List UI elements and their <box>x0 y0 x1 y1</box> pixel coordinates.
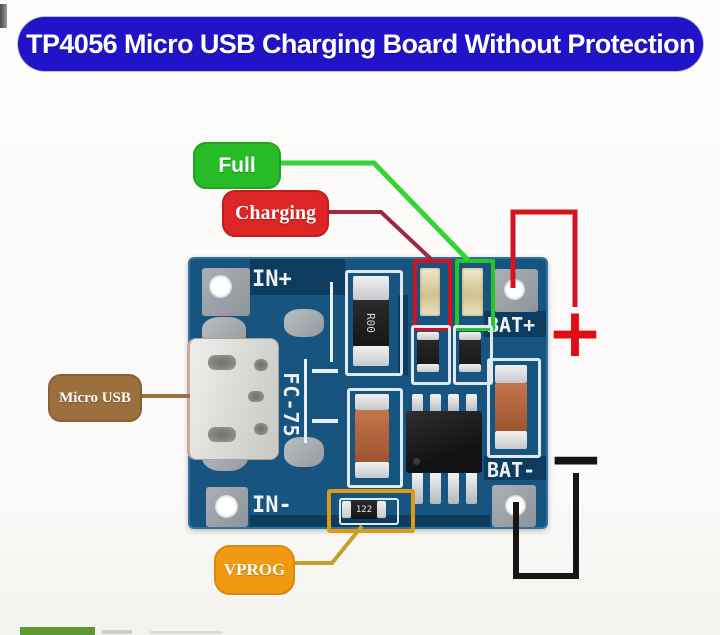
resistor-pad <box>353 276 389 300</box>
resistor-pad <box>459 364 481 372</box>
resistor-pad <box>353 346 389 366</box>
negative-wire <box>513 473 579 579</box>
silkscreen-line <box>304 359 307 443</box>
capacitor <box>495 383 527 431</box>
ic-pin <box>466 394 477 413</box>
charging-label-text: Charging <box>234 202 317 224</box>
usb-shell-slot <box>208 427 236 442</box>
resistor-pad <box>342 501 351 518</box>
pcb-trace <box>250 259 345 295</box>
ic-pin <box>466 472 477 504</box>
ic-pin <box>430 472 441 504</box>
vprog-callout-line <box>289 524 364 565</box>
ic-pin <box>448 394 459 413</box>
component-outline <box>339 498 399 525</box>
tp4056-pcb: IN+ IN- BAT+ BAT- FC-75 R00 <box>187 257 548 533</box>
watermark-text-fragment <box>102 630 132 634</box>
ic-pin <box>448 472 459 504</box>
component-outline <box>487 358 541 458</box>
photo-edge-artifact <box>0 4 7 28</box>
mounting-hole-in-plus <box>209 275 232 298</box>
positive-terminal-symbol: + <box>546 293 604 373</box>
led-resistor <box>459 332 481 372</box>
resistor-pad <box>459 332 481 340</box>
page-title: TP4056 Micro USB Charging Board Without … <box>26 28 695 59</box>
led-resistor <box>417 332 439 372</box>
positive-wire <box>510 209 578 307</box>
title-banner: TP4056 Micro USB Charging Board Without … <box>18 17 703 71</box>
watermark-text-fragment <box>150 631 222 634</box>
mounting-hole-bat-plus <box>504 279 525 300</box>
current-set-resistor: R00 <box>353 300 389 346</box>
component-outline <box>345 270 403 376</box>
charging-callout-line <box>324 210 434 262</box>
vprog-label-text: VPROG <box>223 560 286 579</box>
charging-led-highlight-box <box>413 259 452 331</box>
pin1-dot <box>413 458 420 465</box>
full-label: Full <box>193 142 281 189</box>
usb-shell-slot <box>254 359 268 371</box>
pcb-trace <box>484 456 546 480</box>
solder-pad <box>284 309 324 337</box>
pcb-trace <box>250 515 490 527</box>
watermark-logo-fragment <box>20 627 95 635</box>
ic-pin <box>430 394 441 413</box>
pcb-trace <box>398 295 408 375</box>
vprog-highlight-box: 122 <box>327 489 415 533</box>
silkscreen-line <box>312 419 338 423</box>
silkscreen-in-plus: IN+ <box>252 267 292 292</box>
vprog-resistor: 122 <box>351 500 377 519</box>
component-outline <box>411 325 451 385</box>
silkscreen-line <box>312 369 338 373</box>
micro-usb-label: Micro USB <box>48 374 142 422</box>
usb-shell-slot <box>254 423 268 435</box>
usb-shell-slot <box>208 355 236 370</box>
micro-usb-label-text: Micro USB <box>59 389 131 406</box>
silkscreen-line <box>330 282 333 362</box>
full-led-highlight-box <box>455 259 495 331</box>
capacitor-pad <box>355 394 389 410</box>
capacitor-pad <box>495 365 527 383</box>
usb-shell-slot <box>248 391 264 402</box>
mounting-hole-in-minus <box>215 495 238 518</box>
ic-pin <box>412 472 423 504</box>
ic-pin <box>412 394 423 413</box>
silkscreen-bat-plus: BAT+ <box>487 313 536 337</box>
component-outline <box>453 325 493 385</box>
vprog-label: VPROG <box>214 545 295 595</box>
full-label-text: Full <box>218 153 256 177</box>
tp4056-ic-chip <box>406 411 482 473</box>
resistor-pad <box>417 332 439 340</box>
negative-terminal-symbol: − <box>547 419 605 499</box>
silkscreen-bat-minus: BAT- <box>487 458 536 482</box>
capacitor-pad <box>495 431 527 449</box>
capacitor-pad <box>355 462 389 478</box>
component-outline <box>347 388 403 488</box>
micro-usb-connector <box>187 338 279 460</box>
full-led <box>462 268 483 316</box>
capacitor <box>355 410 389 462</box>
silkscreen-in-minus: IN- <box>252 493 292 518</box>
charging-led <box>420 268 440 316</box>
resistor-pad <box>377 501 386 518</box>
resistor-pad <box>417 364 439 372</box>
charging-label: Charging <box>222 190 329 237</box>
full-callout-line <box>277 160 470 262</box>
